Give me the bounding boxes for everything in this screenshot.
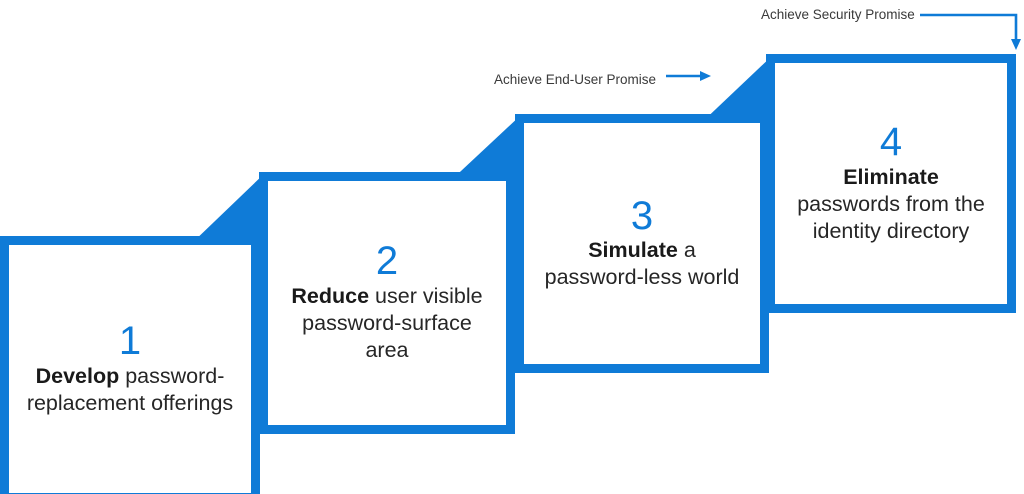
callout-label-end-user-promise: Achieve End-User Promise <box>494 72 657 87</box>
step-box-4[interactable]: 4 Eliminate passwords from the identity … <box>766 54 1016 313</box>
step-box-3[interactable]: 3 Simulate a password-less world <box>515 114 769 373</box>
step-number-3: 3 <box>630 193 654 238</box>
step-rest-4: passwords from the identity directory <box>797 191 985 243</box>
step-rest-3: a password-less world <box>544 238 740 290</box>
step-text-2: Reduce user visible password-surface are… <box>282 283 492 364</box>
step-text-1: Develop password-replacement offerings <box>23 363 237 417</box>
callout-label-security-promise: Achieve Security Promise <box>761 7 915 22</box>
arrow-elbow-down-icon <box>920 5 1024 53</box>
step-rest-1: password-replacement offerings <box>26 363 234 415</box>
step-text-4: Eliminate passwords from the identity di… <box>789 164 993 245</box>
step-bold-2: Reduce <box>291 284 370 309</box>
step-connector-2-to-3 <box>446 114 522 185</box>
step-text-3: Simulate a password-less world <box>538 237 746 291</box>
step-bold-3: Simulate <box>588 238 678 263</box>
arrow-right-icon <box>666 68 712 84</box>
step-rest-2: user visible password-surface area <box>302 284 483 363</box>
step-bold-1: Develop <box>35 363 120 388</box>
step-number-4: 4 <box>879 119 903 164</box>
step-number-1: 1 <box>118 319 142 364</box>
step-bold-4: Eliminate <box>843 164 939 189</box>
step-connector-3-to-4 <box>698 54 774 126</box>
step-number-2: 2 <box>375 239 399 284</box>
step-box-2[interactable]: 2 Reduce user visible password-surface a… <box>259 172 515 434</box>
step-box-1[interactable]: 1 Develop password-replacement offerings <box>0 236 260 494</box>
step-connector-1-to-2 <box>190 172 266 245</box>
